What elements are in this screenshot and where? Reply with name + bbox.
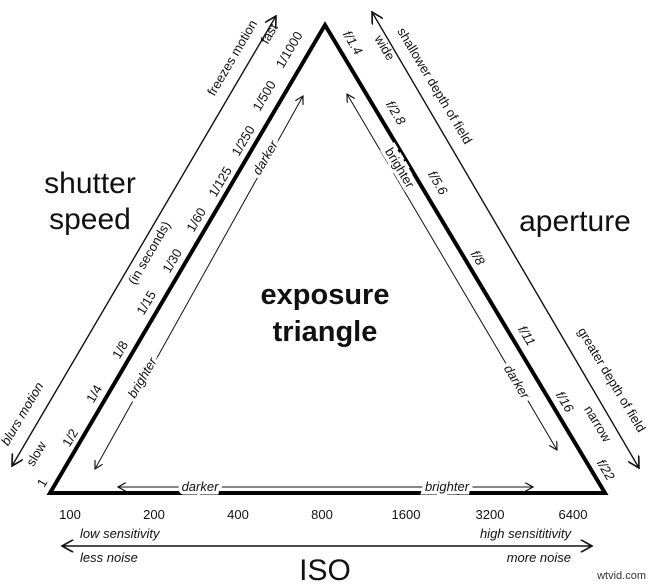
title-line1: exposure xyxy=(261,279,390,311)
shutter-unit-note: (in seconds) xyxy=(125,218,174,287)
aperture-wide-label: wide xyxy=(371,32,398,64)
aperture-narrow-label: narrow xyxy=(581,403,615,445)
iso-high-bottom-label: more noise xyxy=(507,550,571,565)
shutter-inner-bottom-label: brighter xyxy=(124,354,160,400)
shutter-slow-label: slow xyxy=(23,438,49,469)
shutter-heading-line1: shutter xyxy=(44,167,136,200)
iso-value: 6400 xyxy=(559,507,588,522)
iso-value: 100 xyxy=(59,507,81,522)
aperture-heading: aperture xyxy=(519,205,631,238)
aperture-outer-arrow xyxy=(372,12,639,468)
shutter-inner-arrow xyxy=(95,96,303,469)
iso-value: 1600 xyxy=(392,507,421,522)
iso-heading: ISO xyxy=(299,554,351,584)
aperture-value: f/11 xyxy=(515,323,539,348)
title-line2: triangle xyxy=(273,316,378,348)
shutter-outer-bottom-label: blurs motion xyxy=(0,379,47,448)
iso-low-bottom-label: less noise xyxy=(80,550,138,565)
iso-value: 800 xyxy=(311,507,333,522)
iso-inner-left-label: darker xyxy=(182,479,220,494)
iso-value: 200 xyxy=(143,507,165,522)
aperture-inner-arrow xyxy=(347,94,557,450)
iso-low-top-label: low sensitivity xyxy=(80,526,161,541)
iso-value: 400 xyxy=(227,507,249,522)
shutter-value: 1/250 xyxy=(228,123,257,159)
iso-value: 3200 xyxy=(476,507,505,522)
iso-high-top-label: high sensititivity xyxy=(480,526,573,541)
aperture-value: f/5.6 xyxy=(425,168,451,198)
shutter-outer-arrow xyxy=(12,16,276,466)
shutter-value: 1 xyxy=(34,476,51,490)
iso-inner-right-label: brighter xyxy=(425,479,470,494)
aperture-outer-top-label: shallower depth of field xyxy=(394,25,475,147)
shutter-heading-line2: speed xyxy=(49,203,131,236)
shutter-value: 1/125 xyxy=(205,164,234,200)
watermark: wtvid.com xyxy=(596,570,646,582)
aperture-value: f/2.8 xyxy=(383,98,409,128)
